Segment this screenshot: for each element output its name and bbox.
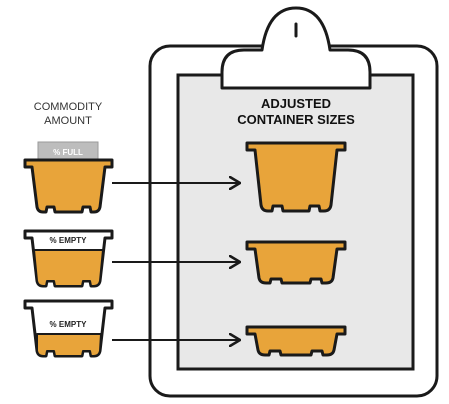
adjusted-container-small	[245, 325, 347, 357]
source-container-empty-1: % EMPTY	[23, 229, 114, 288]
source-tub-1	[23, 158, 114, 214]
clipboard-clip	[220, 6, 372, 90]
clipboard: ADJUSTED CONTAINER SIZES	[148, 6, 439, 398]
commodity-amount-label-line2: AMOUNT	[44, 115, 92, 127]
full-tag-label: % FULL	[53, 148, 83, 157]
empty-tag-2-label: % EMPTY	[50, 320, 88, 329]
adjusted-container-medium	[245, 240, 347, 285]
adjusted-container-large	[245, 141, 347, 213]
source-tub-3-fill	[36, 333, 102, 357]
clipboard-heading-line1: ADJUSTED	[261, 96, 331, 111]
empty-tag-1-label: % EMPTY	[50, 236, 88, 245]
source-container-empty-2: % EMPTY	[23, 299, 114, 358]
commodity-amount-label-line1: COMMODITY	[34, 101, 103, 113]
source-container-full: % FULL	[23, 141, 114, 214]
clipboard-heading-line2: CONTAINER SIZES	[237, 112, 355, 127]
clipboard-paper	[176, 73, 415, 371]
source-tub-2-fill	[33, 249, 104, 287]
